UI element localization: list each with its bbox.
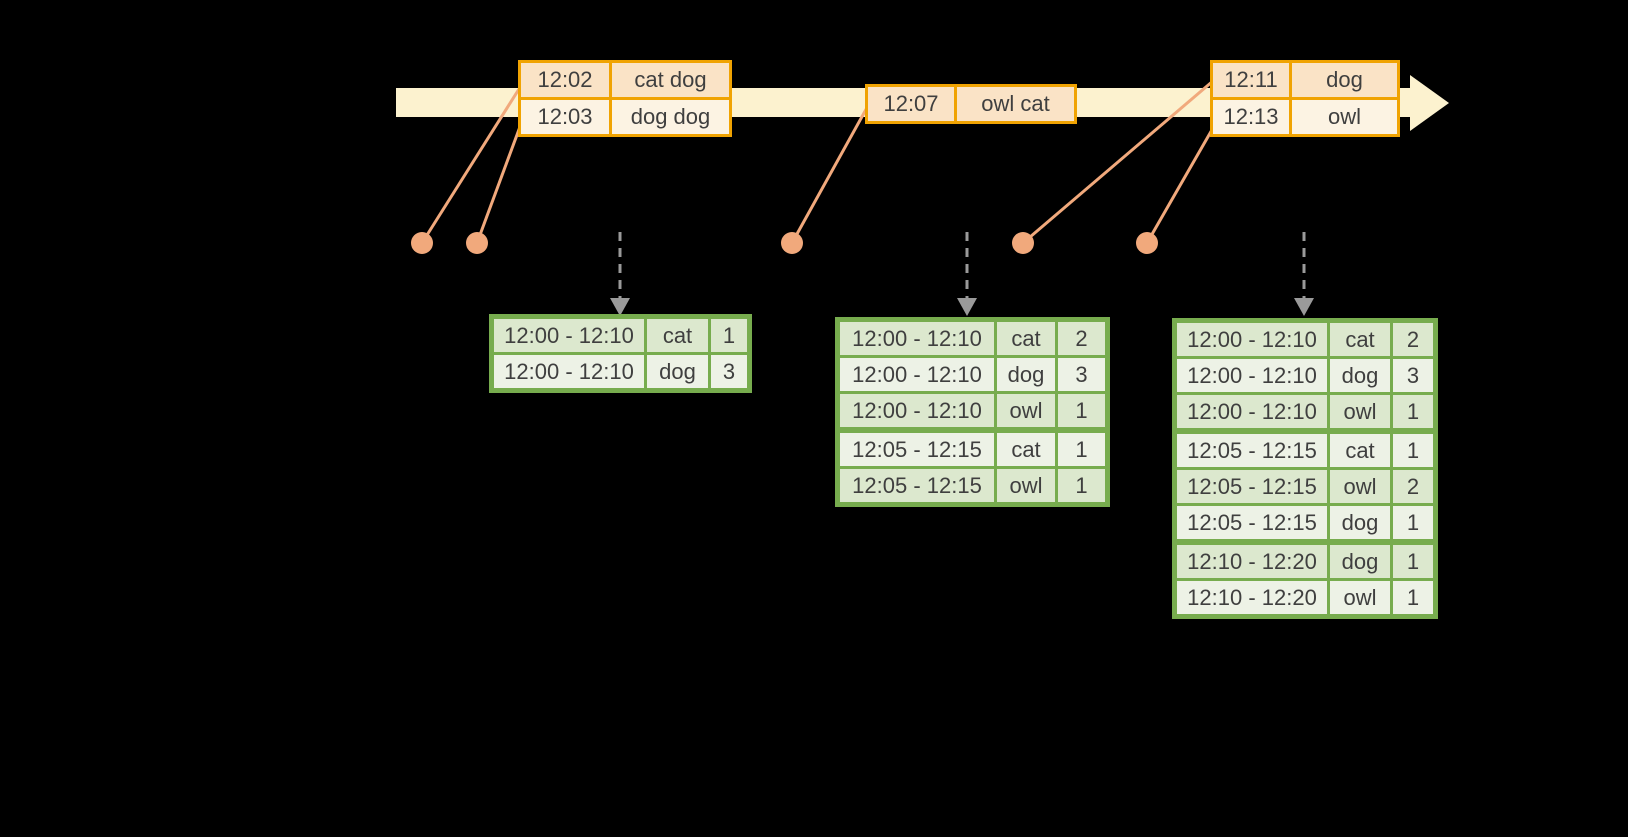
- event-words-cell: dog: [1289, 60, 1400, 100]
- trigger-arrowhead-icon: [957, 298, 977, 316]
- count-cell: 1: [1390, 539, 1437, 581]
- count-cell: 1: [1055, 391, 1109, 432]
- event-connector-line: [1145, 127, 1215, 244]
- window-cell: 12:00 - 12:10: [490, 315, 647, 355]
- event-dot: [1136, 232, 1158, 254]
- count-cell: 1: [708, 315, 751, 355]
- event-words-cell: cat dog: [609, 60, 732, 100]
- event-time-cell: 12:03: [518, 97, 612, 137]
- word-cell: cat: [994, 427, 1058, 469]
- window-cell: 12:10 - 12:20: [1173, 539, 1330, 581]
- word-cell: cat: [1327, 428, 1393, 470]
- window-cell: 12:00 - 12:10: [836, 391, 997, 432]
- count-cell: 1: [1390, 503, 1437, 544]
- count-cell: 1: [1055, 466, 1109, 506]
- count-cell: 3: [1390, 356, 1437, 395]
- event-time-axis-arrowhead-icon: [1410, 75, 1449, 131]
- event-dot: [411, 232, 433, 254]
- word-cell: dog: [1327, 356, 1393, 395]
- word-cell: owl: [994, 466, 1058, 506]
- word-cell: cat: [994, 318, 1058, 358]
- trigger-arrowhead-icon: [610, 298, 630, 316]
- event-dot: [1012, 232, 1034, 254]
- event-time-cell: 12:02: [518, 60, 612, 100]
- window-cell: 12:00 - 12:10: [1173, 356, 1330, 395]
- event-time-cell: 12:13: [1210, 97, 1292, 137]
- window-cell: 12:05 - 12:15: [836, 466, 997, 506]
- count-cell: 1: [1055, 427, 1109, 469]
- word-cell: cat: [1327, 319, 1393, 359]
- event-time-cell: 12:07: [865, 84, 957, 124]
- count-cell: 3: [1055, 355, 1109, 394]
- word-cell: dog: [1327, 503, 1393, 544]
- trigger-arrowhead-icon: [1294, 298, 1314, 316]
- count-cell: 2: [1390, 467, 1437, 506]
- event-time-cell: 12:11: [1210, 60, 1292, 100]
- word-cell: dog: [1327, 539, 1393, 581]
- event-connector-line: [1022, 79, 1214, 245]
- event-connector-line: [475, 123, 523, 244]
- count-cell: 1: [1390, 428, 1437, 470]
- event-dot: [466, 232, 488, 254]
- word-cell: owl: [1327, 578, 1393, 618]
- event-dot: [781, 232, 803, 254]
- event-words-cell: owl cat: [954, 84, 1077, 124]
- word-cell: owl: [1327, 467, 1393, 506]
- event-connector-line: [790, 103, 871, 244]
- count-cell: 3: [708, 352, 751, 392]
- window-cell: 12:05 - 12:15: [1173, 467, 1330, 506]
- event-connector-line: [420, 88, 521, 244]
- event-words-cell: dog dog: [609, 97, 732, 137]
- window-cell: 12:00 - 12:10: [836, 318, 997, 358]
- window-cell: 12:00 - 12:10: [490, 352, 647, 392]
- count-cell: 1: [1390, 578, 1437, 618]
- window-cell: 12:00 - 12:10: [1173, 319, 1330, 359]
- window-cell: 12:05 - 12:15: [836, 427, 997, 469]
- word-cell: dog: [994, 355, 1058, 394]
- word-cell: owl: [994, 391, 1058, 432]
- count-cell: 1: [1390, 392, 1437, 433]
- word-cell: cat: [644, 315, 711, 355]
- count-cell: 2: [1390, 319, 1437, 359]
- word-cell: owl: [1327, 392, 1393, 433]
- window-cell: 12:10 - 12:20: [1173, 578, 1330, 618]
- event-words-cell: owl: [1289, 97, 1400, 137]
- window-cell: 12:05 - 12:15: [1173, 428, 1330, 470]
- word-cell: dog: [644, 352, 711, 392]
- window-cell: 12:00 - 12:10: [836, 355, 997, 394]
- count-cell: 2: [1055, 318, 1109, 358]
- window-cell: 12:05 - 12:15: [1173, 503, 1330, 544]
- window-cell: 12:00 - 12:10: [1173, 392, 1330, 433]
